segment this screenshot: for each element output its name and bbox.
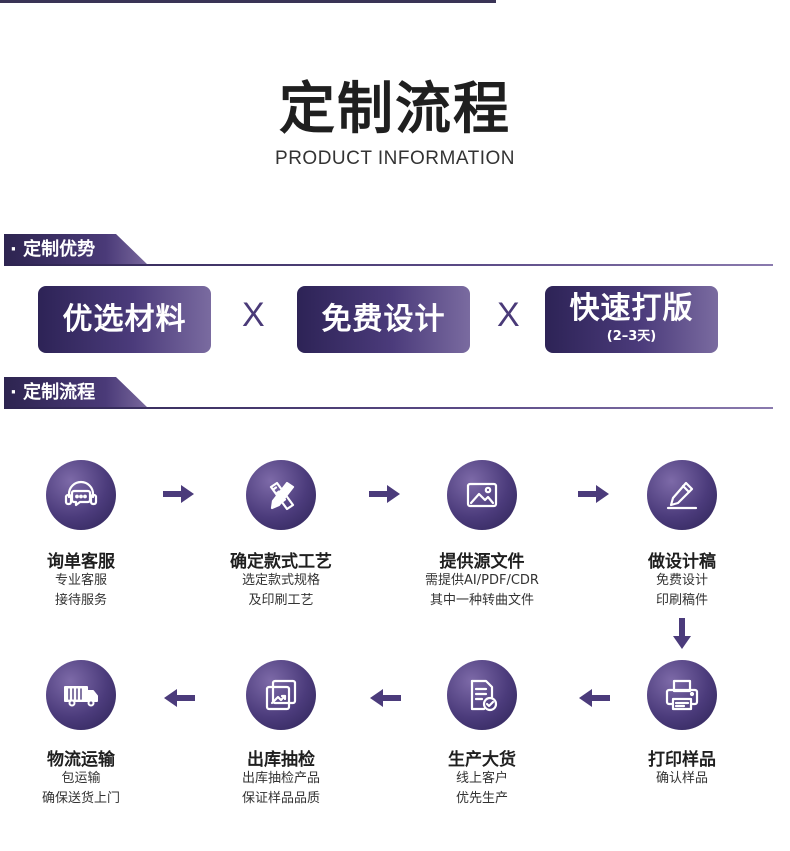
step-desc-line2: 优先生产: [455, 791, 508, 806]
page-subtitle: PRODUCT INFORMATION: [275, 148, 515, 169]
step-desc-line1: 包运输: [61, 771, 101, 786]
step-desc-line2: 其中一种转曲文件: [429, 593, 534, 608]
step-title: 提供源文件: [439, 552, 525, 572]
pencil-ruler-icon: [246, 460, 316, 530]
section-divider: [4, 407, 773, 409]
advantage-label: 免费设计: [321, 302, 446, 337]
advantage-card-sampling: 快速打版 (2–3天): [545, 286, 718, 353]
arrow-right-icon: [369, 485, 400, 503]
advantage-label: 优选材料: [62, 302, 187, 337]
step-desc-line1: 确认样品: [655, 771, 708, 786]
step-desc-line1: 专业客服: [54, 573, 107, 588]
arrow-right-icon: [163, 485, 194, 503]
pen-sign-icon: [647, 460, 717, 530]
arrow-left-icon: [370, 689, 401, 707]
step-desc-line1: 需提供AI/PDF/CDR: [425, 573, 539, 588]
advantage-card-design: 免费设计: [297, 286, 470, 353]
headset-chat-icon: [46, 460, 116, 530]
step-title: 打印样品: [648, 750, 716, 770]
step-title: 物流运输: [47, 750, 115, 770]
page-title: 定制流程: [279, 77, 511, 142]
top-decor-line: [0, 0, 496, 3]
arrow-left-icon: [579, 689, 610, 707]
step-title: 询单客服: [47, 552, 115, 572]
section-divider: [4, 264, 773, 266]
image-file-icon: [447, 460, 517, 530]
step-desc-line1: 免费设计: [655, 573, 708, 588]
document-check-icon: [447, 660, 517, 730]
step-title: 生产大货: [448, 750, 516, 770]
step-desc-line2: 确保送货上门: [41, 791, 120, 806]
step-desc-line2: 印刷稿件: [655, 593, 708, 608]
section-tab-advantages: · 定制优势: [4, 234, 149, 266]
section-tab-process: · 定制流程: [4, 377, 149, 409]
inspect-box-icon: [246, 660, 316, 730]
arrow-right-icon: [578, 485, 609, 503]
step-title: 确定款式工艺: [230, 552, 332, 572]
times-symbol: X: [242, 296, 265, 334]
arrow-down-icon: [673, 618, 691, 649]
times-symbol: X: [497, 296, 520, 334]
step-desc-line1: 线上客户: [455, 771, 508, 786]
step-desc-line1: 选定款式规格: [241, 573, 320, 588]
printer-icon: [647, 660, 717, 730]
step-desc-line2: 接待服务: [54, 593, 107, 608]
arrow-left-icon: [164, 689, 195, 707]
step-title: 出库抽检: [247, 750, 315, 770]
truck-icon: [46, 660, 116, 730]
step-desc-line2: 保证样品品质: [241, 791, 320, 806]
step-desc-line1: 出库抽检产品: [241, 771, 320, 786]
step-title: 做设计稿: [648, 552, 716, 572]
advantage-label: 快速打版: [569, 291, 694, 326]
advantage-card-materials: 优选材料: [38, 286, 211, 353]
advantage-sublabel: (2–3天): [606, 329, 657, 344]
step-desc-line2: 及印刷工艺: [248, 593, 314, 608]
